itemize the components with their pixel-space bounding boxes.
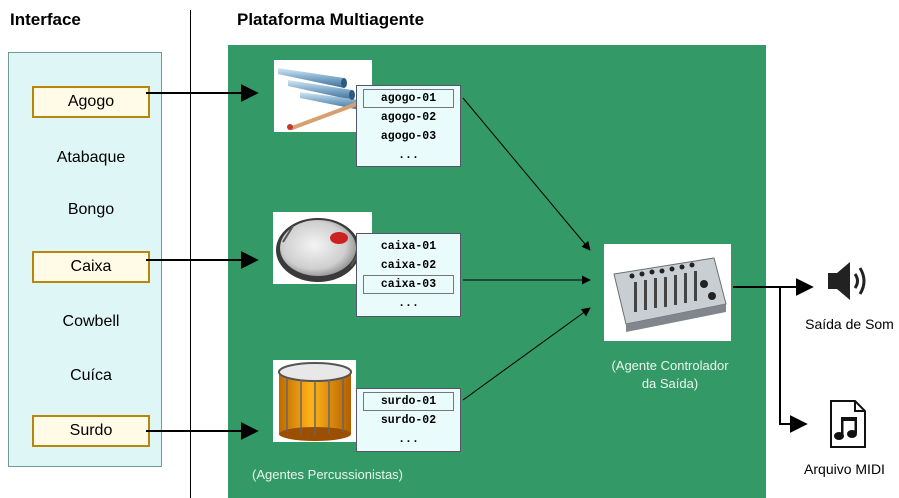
music-file-icon (828, 399, 868, 449)
caixa-agents-box: caixa-01 caixa-02 caixa-03 ... (356, 233, 461, 317)
surdo-image (273, 360, 356, 442)
instrument-cuica[interactable]: Cuíca (70, 367, 112, 384)
controller-caption: (Agente Controlador da Saída) (590, 357, 750, 393)
instrument-bongo[interactable]: Bongo (67, 201, 115, 218)
agent-ellipsis: ... (398, 433, 419, 446)
arrow-agogo-to-controller (462, 97, 591, 251)
agent-ellipsis: ... (398, 149, 419, 162)
agent-ellipsis: ... (398, 297, 419, 310)
interface-panel: Agogo Atabaque Bongo Caixa Cowbell Cuíca… (8, 52, 162, 467)
agogo-image (274, 60, 372, 132)
section-divider (190, 10, 191, 498)
platform-heading: Plataforma Multiagente (237, 10, 425, 29)
arrow-controller-to-midi (733, 286, 808, 433)
agent-agogo-01[interactable]: agogo-01 (363, 89, 454, 108)
surdo-agents-box: surdo-01 surdo-02 ... (356, 388, 461, 452)
agent-caixa-03[interactable]: caixa-03 (363, 275, 454, 294)
mixer-image (604, 244, 731, 341)
instrument-atabaque[interactable]: Atabaque (56, 149, 126, 166)
percussionists-caption: (Agentes Percussionistas) (252, 467, 404, 482)
instrument-cowbell[interactable]: Cowbell (62, 313, 120, 330)
agent-surdo-01[interactable]: surdo-01 (363, 392, 454, 411)
controller-caption-line1: (Agente Controlador (611, 358, 729, 373)
speaker-icon (824, 254, 874, 308)
agogo-agents-box: agogo-01 agogo-02 agogo-03 ... (356, 85, 461, 167)
instrument-caixa[interactable]: Caixa (32, 251, 150, 283)
caixa-image (273, 212, 372, 284)
agent-caixa-02[interactable]: caixa-02 (380, 259, 437, 272)
agent-agogo-03[interactable]: agogo-03 (380, 130, 437, 143)
agent-caixa-01[interactable]: caixa-01 (380, 240, 437, 253)
agent-surdo-02[interactable]: surdo-02 (380, 414, 437, 427)
instrument-agogo[interactable]: Agogo (32, 86, 150, 118)
arrow-surdo-to-controller (462, 307, 591, 401)
interface-heading: Interface (10, 10, 81, 29)
sound-output-label: Saída de Som (805, 316, 894, 332)
controller-caption-line2: da Saída) (641, 376, 699, 391)
agent-agogo-02[interactable]: agogo-02 (380, 111, 437, 124)
midi-output-label: Arquivo MIDI (804, 461, 885, 477)
